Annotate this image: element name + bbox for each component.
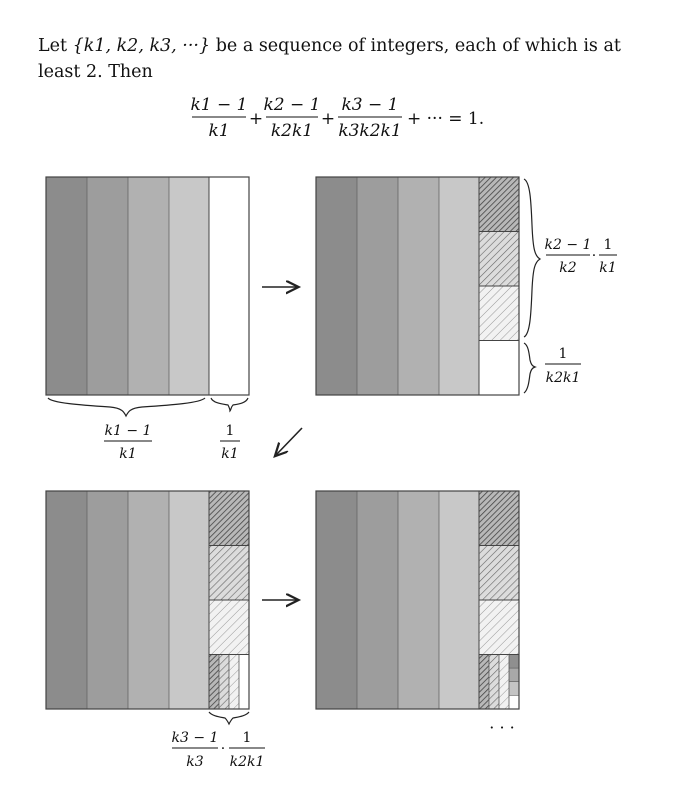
- stripe-2: [357, 491, 398, 709]
- stripe-1: [316, 177, 357, 395]
- stripe-4: [439, 491, 479, 709]
- sub-hatch-2: [489, 654, 499, 709]
- intro-part2: be a sequence of integers, each of which…: [38, 36, 621, 82]
- square-step-1: [45, 176, 250, 396]
- continuation-ellipsis: · · ·: [489, 718, 514, 737]
- term1-numerator: k1 − 1: [191, 95, 248, 115]
- label-c2-denominator: k1: [599, 260, 616, 276]
- intro-part1: Let: [38, 36, 73, 56]
- sum-equation: k1 − 1 k1 + k2 − 1 k2k1 + k3 − 1 k3k2k1 …: [191, 95, 485, 141]
- brace-k1-minus-1: [47, 397, 206, 418]
- brace-hatched-column: [523, 178, 542, 338]
- stripe-2: [87, 491, 128, 709]
- label-a-denominator: k1: [119, 446, 136, 462]
- term2-numerator: k2 − 1: [264, 95, 321, 115]
- hatch-block-3: [479, 286, 519, 341]
- equation-tail: + ··· = 1.: [407, 109, 484, 129]
- term3-denominator: k3k2k1: [338, 121, 401, 141]
- stripe-3: [128, 177, 169, 395]
- label-e2-numerator: 1: [243, 730, 252, 746]
- brace-one-over-k1: [210, 397, 249, 413]
- label-e2-denominator: k2k1: [230, 754, 265, 770]
- sub-hatch-1: [209, 654, 219, 709]
- stripe-1: [46, 177, 87, 395]
- term1-denominator: k1: [208, 121, 229, 141]
- term2-denominator: k2k1: [271, 121, 313, 141]
- label-a-numerator: k1 − 1: [105, 423, 152, 439]
- sub-hatch-3: [229, 654, 239, 709]
- square-step-3: [45, 490, 250, 710]
- hatch-block-1: [479, 177, 519, 232]
- square-step-2: [315, 176, 520, 396]
- subsub-block-3: [509, 681, 519, 696]
- label-c-denominator: k2: [559, 260, 576, 276]
- stripe-2: [357, 177, 398, 395]
- label-e-dot: ·: [221, 741, 225, 757]
- sub-hatch-3: [499, 654, 509, 709]
- subsub-block-2: [509, 668, 519, 682]
- square-step-4: [315, 490, 520, 710]
- stripe-3: [398, 491, 439, 709]
- hatch-block-3: [479, 600, 519, 655]
- hatch-block-1: [479, 491, 519, 546]
- label-e-denominator: k3: [186, 754, 203, 770]
- subsub-block-1: [509, 654, 519, 669]
- brace-sub-column: [208, 711, 250, 726]
- plus-sign-1: +: [249, 109, 263, 129]
- stripe-remainder: [209, 177, 249, 395]
- intro-sequence: {k1, k2, k3, ···}: [72, 36, 211, 56]
- down-left-arrow: [276, 427, 303, 455]
- square-outline: [315, 490, 520, 710]
- sub-hatch-1: [479, 654, 489, 709]
- stripe-3: [128, 491, 169, 709]
- hatch-block-2: [479, 545, 519, 600]
- label-d-numerator: 1: [559, 346, 568, 362]
- stripe-4: [169, 177, 209, 395]
- label-c-dot: ·: [592, 248, 596, 264]
- label-d-denominator: k2k1: [546, 370, 581, 386]
- brace-remainder: [523, 342, 537, 394]
- hatch-block-3: [209, 600, 249, 655]
- sub-remainder: [239, 654, 249, 709]
- stripe-2: [87, 177, 128, 395]
- hatch-block-2: [479, 231, 519, 286]
- label-c2-numerator: 1: [604, 237, 613, 253]
- square-outline: [45, 176, 250, 396]
- label-b-denominator: k1: [221, 446, 238, 462]
- plus-sign-2: +: [321, 109, 335, 129]
- stripe-3: [398, 177, 439, 395]
- hatch-block-2: [209, 545, 249, 600]
- remainder-block: [479, 340, 519, 395]
- stripe-1: [46, 491, 87, 709]
- square-outline: [315, 176, 520, 396]
- label-c-numerator: k2 − 1: [545, 237, 592, 253]
- term3-numerator: k3 − 1: [342, 95, 399, 115]
- stripe-4: [169, 491, 209, 709]
- square-outline: [45, 490, 250, 710]
- label-b-numerator: 1: [226, 423, 235, 439]
- subsub-remainder: [509, 695, 519, 709]
- stripe-4: [439, 177, 479, 395]
- label-e-numerator: k3 − 1: [172, 730, 219, 746]
- sub-hatch-2: [219, 654, 229, 709]
- stripe-1: [316, 491, 357, 709]
- intro-text: Let {k1, k2, k3, ···} be a sequence of i…: [38, 34, 638, 86]
- hatch-block-1: [209, 491, 249, 546]
